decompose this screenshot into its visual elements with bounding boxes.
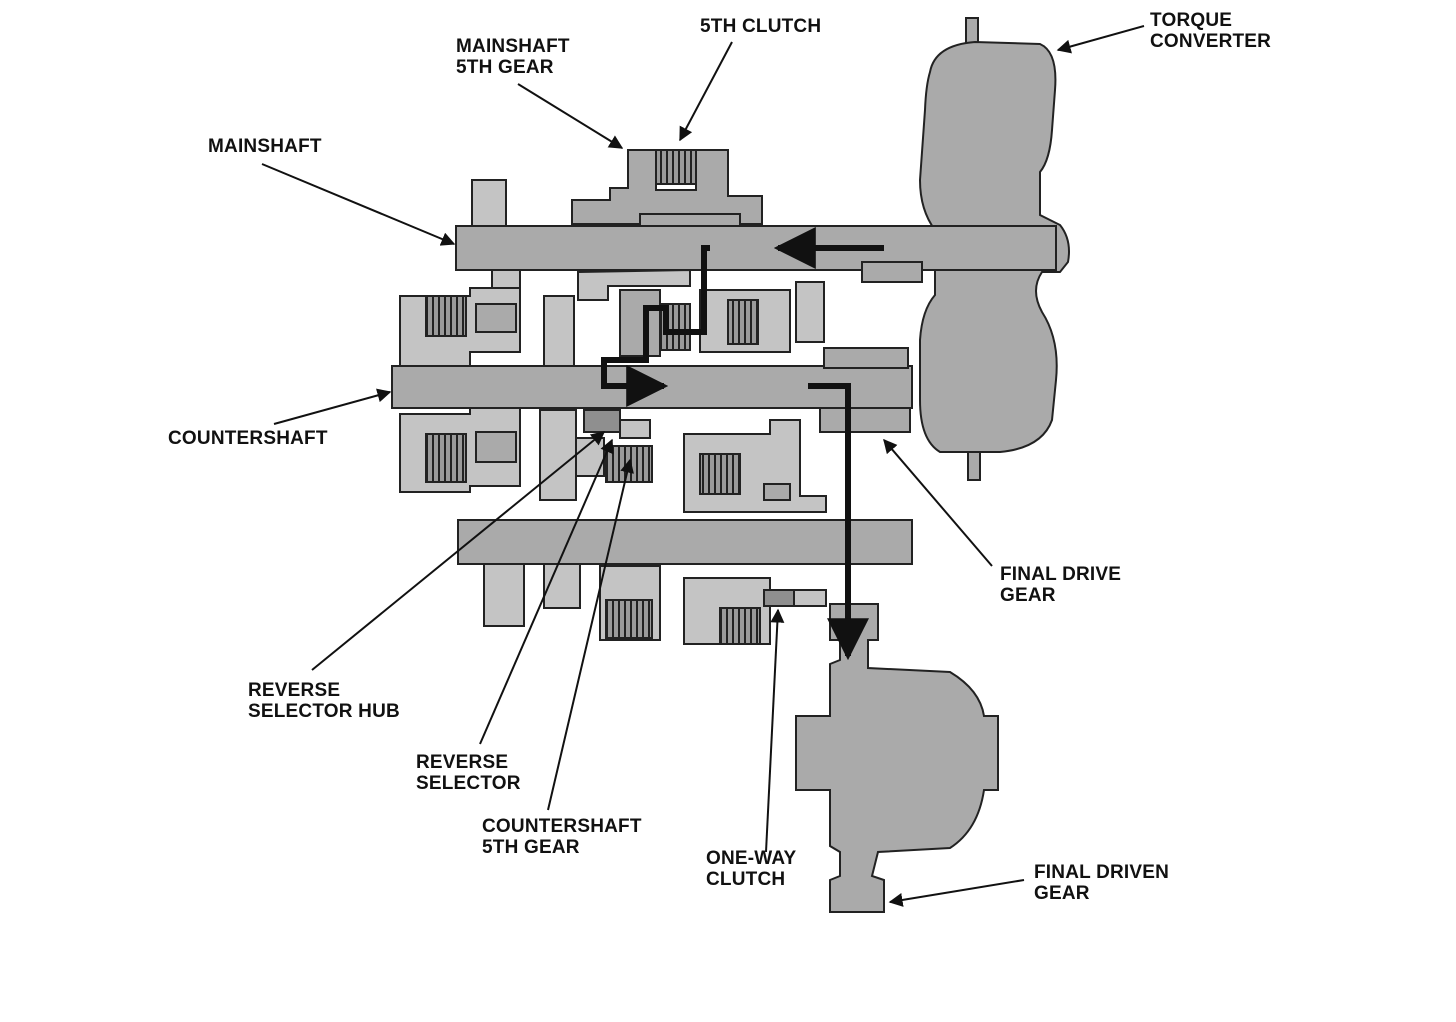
fifth-clutch-assembly bbox=[571, 149, 825, 357]
label-one-way-clutch: ONE-WAY CLUTCH bbox=[706, 848, 796, 890]
label-countershaft-5th-gear: COUNTERSHAFT 5TH GEAR bbox=[482, 816, 642, 858]
label-final-drive-gear: FINAL DRIVE GEAR bbox=[1000, 564, 1121, 606]
reverse-selector-assembly bbox=[539, 409, 653, 501]
label-reverse-selector-hub: REVERSE SELECTOR HUB bbox=[248, 680, 400, 722]
label-line: ONE-WAY bbox=[706, 848, 797, 869]
label-countershaft: COUNTERSHAFT bbox=[168, 428, 328, 449]
label-line: COUNTERSHAFT bbox=[482, 816, 642, 837]
label-line: REVERSE bbox=[248, 680, 341, 701]
secondary-shaft bbox=[457, 519, 913, 627]
middle-clutch-assembly bbox=[683, 419, 827, 513]
label-line: CLUTCH bbox=[706, 869, 786, 890]
left-clutch-upper bbox=[399, 287, 575, 367]
label-line: MAINSHAFT bbox=[456, 36, 570, 57]
label-line: FINAL DRIVEN bbox=[1034, 862, 1170, 883]
final-driven-gear bbox=[795, 603, 999, 913]
label-line: CONVERTER bbox=[1150, 31, 1272, 52]
label-5th-clutch: 5TH CLUTCH bbox=[700, 16, 822, 37]
label-torque-converter: TORQUE CONVERTER bbox=[1150, 10, 1271, 52]
label-reverse-selector: REVERSE SELECTOR bbox=[416, 752, 521, 794]
label-line: REVERSE bbox=[416, 752, 509, 773]
label-mainshaft: MAINSHAFT bbox=[208, 136, 322, 157]
label-mainshaft-5th-gear: MAINSHAFT 5TH GEAR bbox=[456, 36, 570, 78]
label-line: SELECTOR HUB bbox=[248, 701, 400, 722]
power-flow-path bbox=[601, 227, 884, 661]
label-line: TORQUE bbox=[1150, 10, 1233, 31]
label-line: GEAR bbox=[1034, 883, 1090, 904]
lower-clutch-assembly bbox=[599, 565, 827, 645]
label-line: FINAL DRIVE bbox=[1000, 564, 1122, 585]
label-line: 5TH GEAR bbox=[456, 57, 554, 78]
label-line: 5TH GEAR bbox=[482, 837, 580, 858]
label-line: GEAR bbox=[1000, 585, 1056, 606]
label-final-driven-gear: FINAL DRIVEN GEAR bbox=[1034, 862, 1169, 904]
label-line: SELECTOR bbox=[416, 773, 521, 794]
left-clutch-lower bbox=[399, 407, 521, 493]
leader-lines bbox=[261, 25, 1145, 907]
